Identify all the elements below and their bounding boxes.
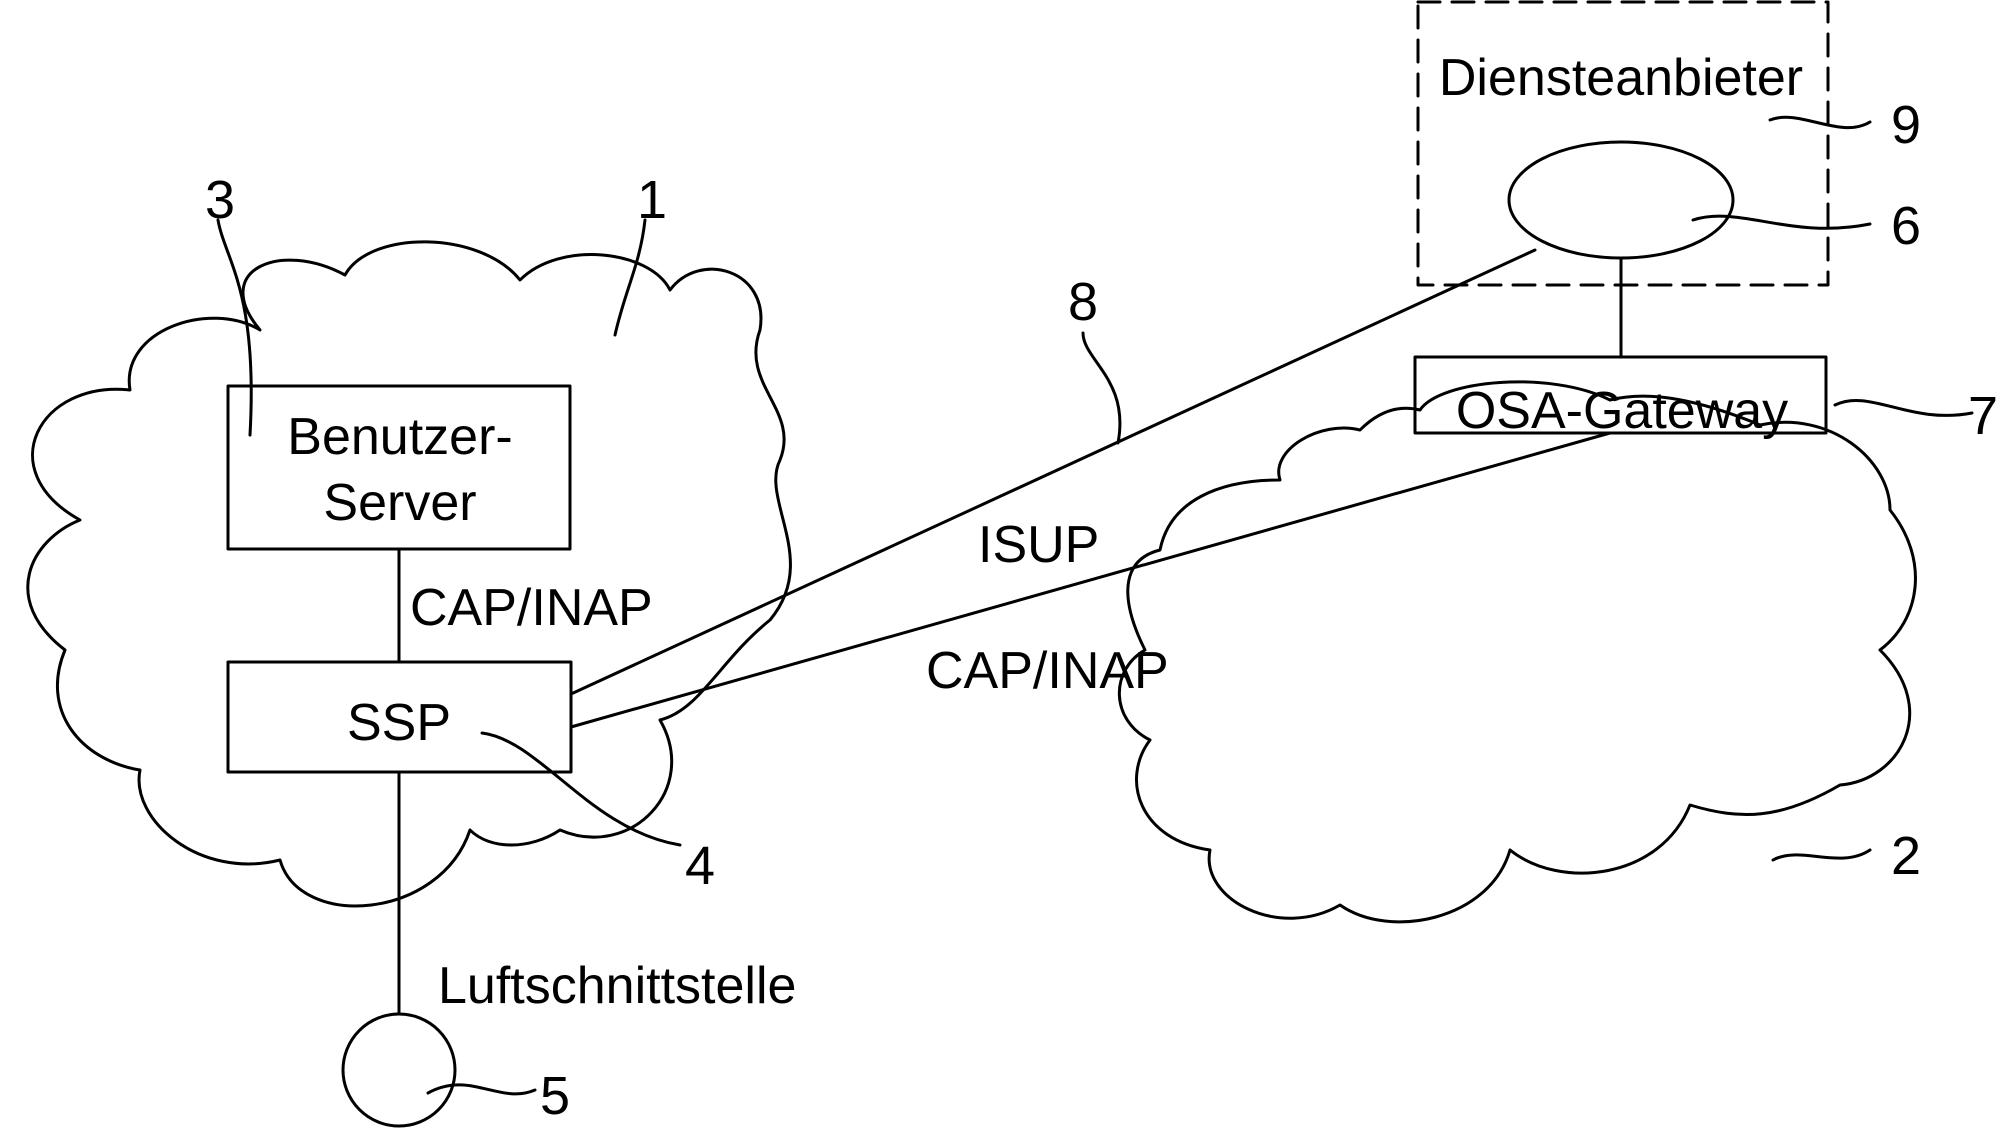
leader-9: [1770, 117, 1870, 127]
cap-inap-label-2: CAP/INAP: [926, 642, 1169, 700]
ssp-label: SSP: [347, 694, 451, 752]
network-cloud-1: [28, 242, 791, 906]
ref-5: 5: [540, 1066, 570, 1126]
ref-7: 7: [1968, 386, 1998, 446]
osa-gateway-label: OSA-Gateway: [1456, 382, 1788, 440]
leader-8: [1083, 333, 1120, 443]
leader-7: [1835, 400, 1972, 415]
cap-inap-label-1: CAP/INAP: [410, 579, 653, 637]
user-server-label-line2: Server: [323, 474, 476, 532]
ref-6: 6: [1891, 196, 1921, 256]
leader-1: [615, 220, 645, 335]
user-server-label-line1: Benutzer-: [287, 408, 512, 466]
ref-1: 1: [637, 170, 667, 230]
ref-8: 8: [1068, 272, 1098, 332]
leader-4: [482, 733, 680, 845]
node-6-ellipse: [1509, 142, 1733, 258]
leader-3: [218, 220, 251, 435]
terminal-circle-5: [343, 1014, 455, 1126]
ref-2: 2: [1891, 826, 1921, 886]
isup-label: ISUP: [978, 516, 1099, 574]
link-isup: [571, 250, 1535, 694]
leader-2: [1773, 850, 1870, 860]
network-cloud-2: [1119, 382, 1915, 922]
ref-4: 4: [685, 836, 715, 896]
service-provider-label: Diensteanbieter: [1439, 49, 1803, 107]
ref-3: 3: [205, 170, 235, 230]
ref-9: 9: [1891, 95, 1921, 155]
leader-5: [428, 1085, 535, 1094]
air-interface-label: Luftschnittstelle: [438, 957, 796, 1015]
